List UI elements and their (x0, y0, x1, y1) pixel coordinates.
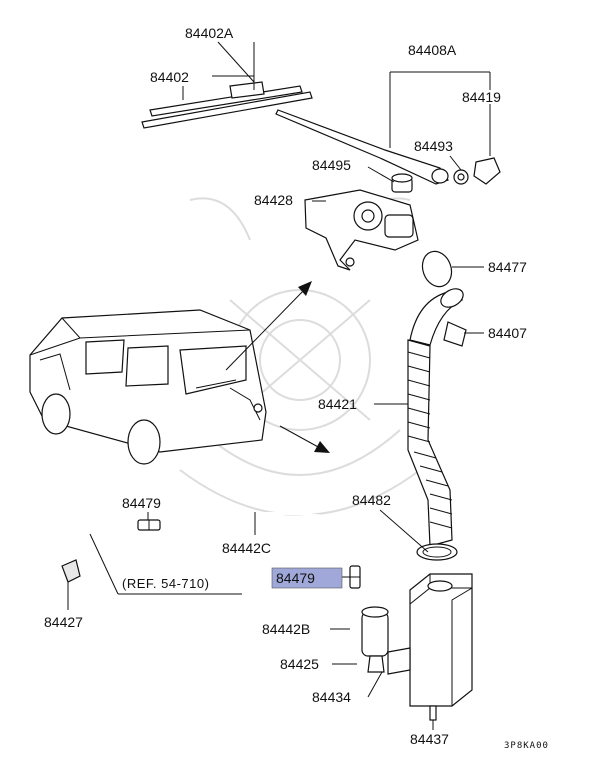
label-84427: 84427 (44, 614, 83, 630)
tube-joint-highlight (349, 565, 361, 589)
label-84428: 84428 (254, 192, 293, 208)
arm-cap (473, 157, 501, 185)
part-labels: 84402A 84402 84408A 84419 84493 84495 84… (44, 25, 549, 751)
label-84479-highlight: 84479 (276, 570, 315, 586)
washer-tank (409, 573, 473, 721)
leader-lines (67, 41, 491, 730)
grommet (421, 250, 453, 288)
label-84402A: 84402A (185, 25, 234, 41)
highlight-box (271, 567, 343, 589)
bushing (391, 173, 413, 193)
label-84419: 84419 (462, 89, 501, 105)
label-84434: 84434 (312, 689, 351, 705)
washer-pump (361, 606, 411, 675)
wiper-arm (275, 109, 449, 185)
filler-neck (409, 288, 467, 347)
washer-nozzle (61, 559, 81, 583)
label-84495: 84495 (312, 157, 351, 173)
van-illustration (29, 309, 267, 465)
tube-joint-top (137, 519, 161, 531)
label-84479-top: 84479 (122, 495, 161, 511)
label-84402: 84402 (150, 69, 189, 85)
washer-tubes (70, 511, 359, 661)
label-84493: 84493 (414, 138, 453, 154)
wiper-motor (304, 189, 419, 271)
corrugated-hose (407, 339, 453, 547)
hose-clamp (416, 543, 458, 561)
label-84437: 84437 (410, 731, 449, 747)
diagram-code: 3P8KA00 (504, 741, 549, 751)
wiper-blade (141, 81, 313, 129)
label-84482: 84482 (352, 492, 391, 508)
pointer-arrows (225, 281, 330, 453)
label-ref: (REF. 54-710) (122, 576, 209, 591)
label-84477: 84477 (488, 259, 527, 275)
label-84408A: 84408A (408, 42, 457, 58)
label-84407: 84407 (488, 325, 527, 341)
arm-nut (453, 169, 469, 185)
label-84421: 84421 (318, 396, 357, 412)
label-84425: 84425 (280, 656, 319, 672)
label-84442B: 84442B (262, 621, 310, 637)
label-84442C: 84442C (222, 540, 271, 556)
